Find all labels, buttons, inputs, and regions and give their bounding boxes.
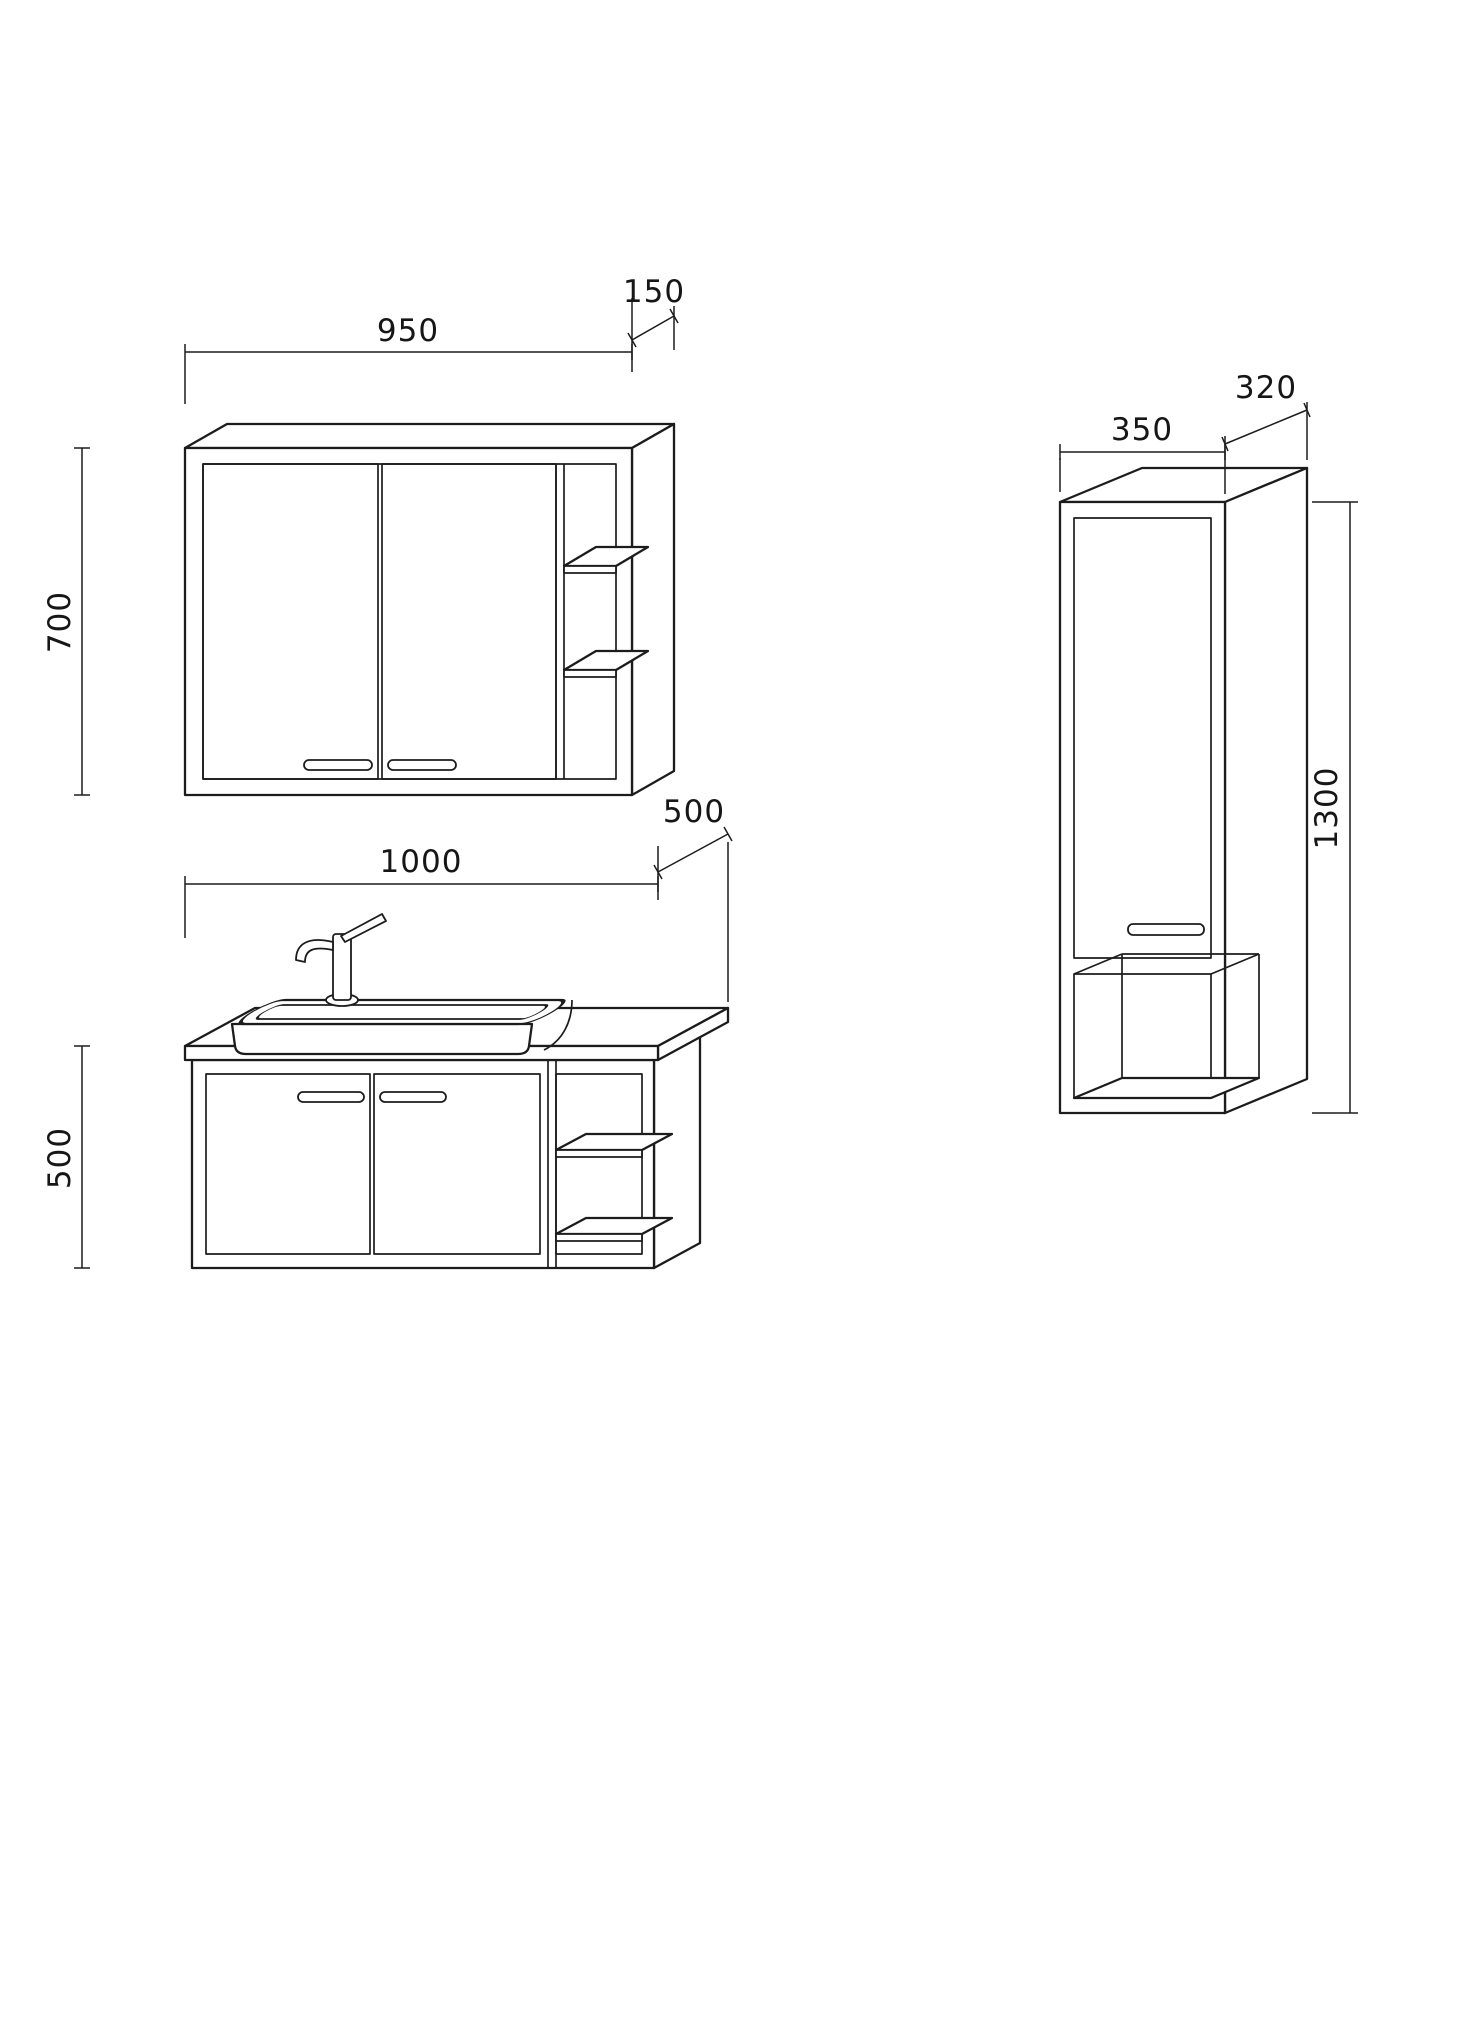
vessel-sink-body (230, 1022, 534, 1056)
dimension-tall-height-value: 1300 (1309, 767, 1345, 850)
vanity-cabinet-drawing (183, 913, 730, 1270)
dimension-vanity-depth-value: 500 (663, 794, 725, 830)
vessel-sink-inner-rim (255, 1004, 549, 1020)
vanity-door-handle-right (379, 1091, 447, 1103)
faucet-body (332, 933, 352, 1001)
dimension-mirror-depth: 150 (623, 274, 685, 350)
dimension-mirror-width: 950 (184, 298, 633, 404)
faucet-spout (295, 939, 334, 963)
dimension-tall-depth-value: 320 (1235, 370, 1297, 406)
mirror-door-handle-right (387, 759, 457, 771)
tall-cabinet-open-shelf (1072, 953, 1261, 1100)
mirror-door-handle-left (303, 759, 373, 771)
tall-cabinet-door (1073, 517, 1212, 959)
tall-cabinet-door-handle (1127, 923, 1205, 936)
tall-cabinet-drawing (1058, 466, 1309, 1115)
dimension-vanity-width: 1000 (184, 844, 659, 938)
dimension-tall-depth: 320 (1221, 370, 1311, 460)
mirror-cabinet-side-face (630, 422, 676, 797)
mirror-cabinet-drawing (183, 422, 676, 797)
vanity-door-handle-left (297, 1091, 365, 1103)
dimension-vanity-depth: 500 (653, 794, 733, 1002)
dimension-vanity-height-value: 500 (42, 1127, 78, 1189)
dimension-tall-width: 350 (1059, 412, 1226, 494)
faucet (295, 913, 387, 1007)
dimension-mirror-height: 700 (42, 447, 90, 796)
dimension-tall-width-value: 350 (1111, 412, 1173, 448)
vanity-open-shelves (554, 1073, 674, 1255)
mirror-door-left (202, 463, 379, 780)
dimension-mirror-width-value: 950 (377, 313, 439, 349)
vessel-sink (230, 998, 573, 1056)
dimension-mirror-depth-value: 150 (623, 274, 685, 310)
mirror-cabinet-open-shelves (562, 545, 650, 678)
vanity-door-left (205, 1073, 371, 1255)
vessel-sink-rim (238, 998, 566, 1026)
dimension-mirror-height-value: 700 (42, 591, 78, 653)
dimension-vanity-width-value: 1000 (380, 844, 463, 880)
mirror-cabinet-front-face (183, 446, 634, 797)
tall-cabinet-front-face (1058, 500, 1227, 1115)
vanity-door-right (373, 1073, 541, 1255)
dimension-vanity-height: 500 (42, 1045, 90, 1269)
dimension-tall-height: 1300 (1309, 501, 1358, 1114)
faucet-lever (340, 913, 387, 943)
mirror-door-right (381, 463, 557, 780)
mirror-cabinet-top-face (183, 422, 676, 450)
vanity-box-side-face (652, 1033, 702, 1270)
tall-cabinet-side-face (1223, 466, 1309, 1115)
